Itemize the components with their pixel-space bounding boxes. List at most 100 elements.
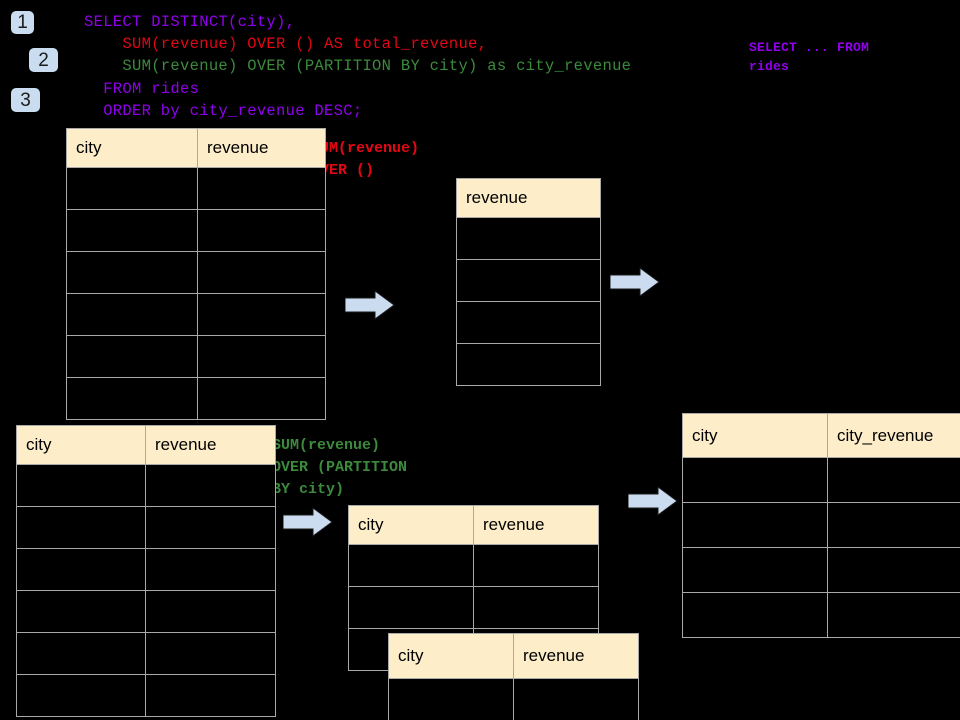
column-header-city-revenue: city_revenue — [827, 413, 960, 458]
table-row — [16, 548, 276, 591]
cell-city — [66, 167, 198, 210]
table-row — [682, 502, 960, 548]
cell-revenue — [145, 548, 276, 591]
table-header-row: city revenue — [16, 425, 276, 465]
cell-revenue — [145, 674, 276, 717]
cell-revenue — [456, 343, 601, 386]
cell-city-revenue — [827, 592, 960, 638]
cell-city — [16, 632, 146, 675]
cell-revenue — [456, 217, 601, 260]
sql-line-total-revenue: SUM(revenue) OVER () AS total_revenue, — [84, 35, 488, 53]
table-row — [16, 674, 276, 717]
sql-line-order-by: ORDER by city_revenue DESC; — [84, 102, 363, 120]
column-header-revenue: revenue — [456, 178, 601, 218]
table-row — [66, 293, 326, 336]
sql-line-city-revenue: SUM(revenue) OVER (PARTITION BY city) as… — [84, 57, 632, 75]
cell-city — [66, 293, 198, 336]
column-header-city: city — [348, 505, 474, 545]
sql-line-from: FROM rides — [84, 80, 200, 98]
step-badge-1[interactable]: 1 — [11, 11, 34, 34]
step-badge-2-label: 2 — [38, 49, 49, 71]
table-partition-group-b: city revenue — [388, 633, 639, 720]
cell-city — [682, 502, 828, 548]
cell-city-revenue — [827, 547, 960, 593]
table-row — [66, 209, 326, 252]
side-note-line-2: rides — [749, 59, 790, 74]
cell-city — [16, 464, 146, 507]
table-header-row: city revenue — [388, 633, 639, 679]
cell-revenue — [197, 251, 326, 294]
cell-revenue — [145, 632, 276, 675]
cell-revenue — [513, 678, 639, 720]
column-header-revenue: revenue — [145, 425, 276, 465]
table-row — [348, 586, 599, 629]
table-header-row: city revenue — [348, 505, 599, 545]
table-row — [66, 335, 326, 378]
cell-revenue — [197, 293, 326, 336]
arrow-rides-to-partition-icon — [283, 507, 333, 537]
side-note-line-1: SELECT ... FROM — [749, 40, 870, 55]
step-badge-2[interactable]: 2 — [29, 48, 58, 72]
table-rides-bottom: city revenue — [16, 425, 276, 717]
table-rides-top: city revenue — [66, 128, 326, 420]
cell-revenue — [456, 301, 601, 344]
column-header-city: city — [388, 633, 514, 679]
table-row — [682, 592, 960, 638]
table-header-row: city revenue — [66, 128, 326, 168]
arrow-rides-to-total-icon — [345, 290, 395, 320]
cell-city — [348, 544, 474, 587]
table-row — [16, 464, 276, 507]
table-header-row: city city_revenue — [682, 413, 960, 458]
cell-city — [16, 590, 146, 633]
cell-city — [682, 457, 828, 503]
table-row — [16, 632, 276, 675]
table-row — [348, 544, 599, 587]
column-header-revenue: revenue — [197, 128, 326, 168]
cell-city — [16, 674, 146, 717]
step-badge-3-label: 3 — [20, 89, 31, 111]
cell-revenue — [197, 167, 326, 210]
step-badge-3[interactable]: 3 — [11, 88, 40, 112]
table-total-revenue-result: revenue — [456, 178, 601, 386]
cell-city — [66, 335, 198, 378]
arrow-partition-to-final-icon — [628, 486, 678, 516]
column-header-city: city — [16, 425, 146, 465]
arrow-total-to-final-icon — [610, 267, 660, 297]
cell-city — [66, 377, 198, 420]
cell-revenue — [456, 259, 601, 302]
column-header-revenue: revenue — [513, 633, 639, 679]
column-header-city: city — [682, 413, 828, 458]
cell-city — [348, 586, 474, 629]
table-row — [66, 167, 326, 210]
cell-city — [66, 209, 198, 252]
cell-city — [66, 251, 198, 294]
table-row — [682, 547, 960, 593]
cell-city — [682, 592, 828, 638]
cell-revenue — [145, 464, 276, 507]
annotation-total-revenue-line-1: SUM(revenue) — [311, 140, 420, 157]
table-header-row: revenue — [456, 178, 601, 218]
table-row — [16, 590, 276, 633]
cell-city — [388, 678, 514, 720]
table-row — [66, 377, 326, 420]
table-row — [682, 457, 960, 503]
cell-city — [16, 548, 146, 591]
table-row — [456, 301, 601, 344]
cell-revenue — [473, 586, 599, 629]
table-row — [16, 506, 276, 549]
cell-revenue — [197, 377, 326, 420]
table-row — [456, 259, 601, 302]
column-header-city: city — [66, 128, 198, 168]
sql-line-select: SELECT DISTINCT(city), — [84, 13, 296, 31]
cell-city — [682, 547, 828, 593]
table-row — [66, 251, 326, 294]
cell-city-revenue — [827, 457, 960, 503]
table-final-result: city city_revenue — [682, 413, 960, 638]
annotation-city-revenue-line-1: SUM(revenue) — [272, 437, 381, 454]
cell-revenue — [145, 506, 276, 549]
annotation-city-revenue-line-2: OVER (PARTITION — [272, 459, 408, 476]
annotation-city-revenue-line-3: BY city) — [272, 481, 345, 498]
cell-revenue — [197, 209, 326, 252]
cell-revenue — [197, 335, 326, 378]
